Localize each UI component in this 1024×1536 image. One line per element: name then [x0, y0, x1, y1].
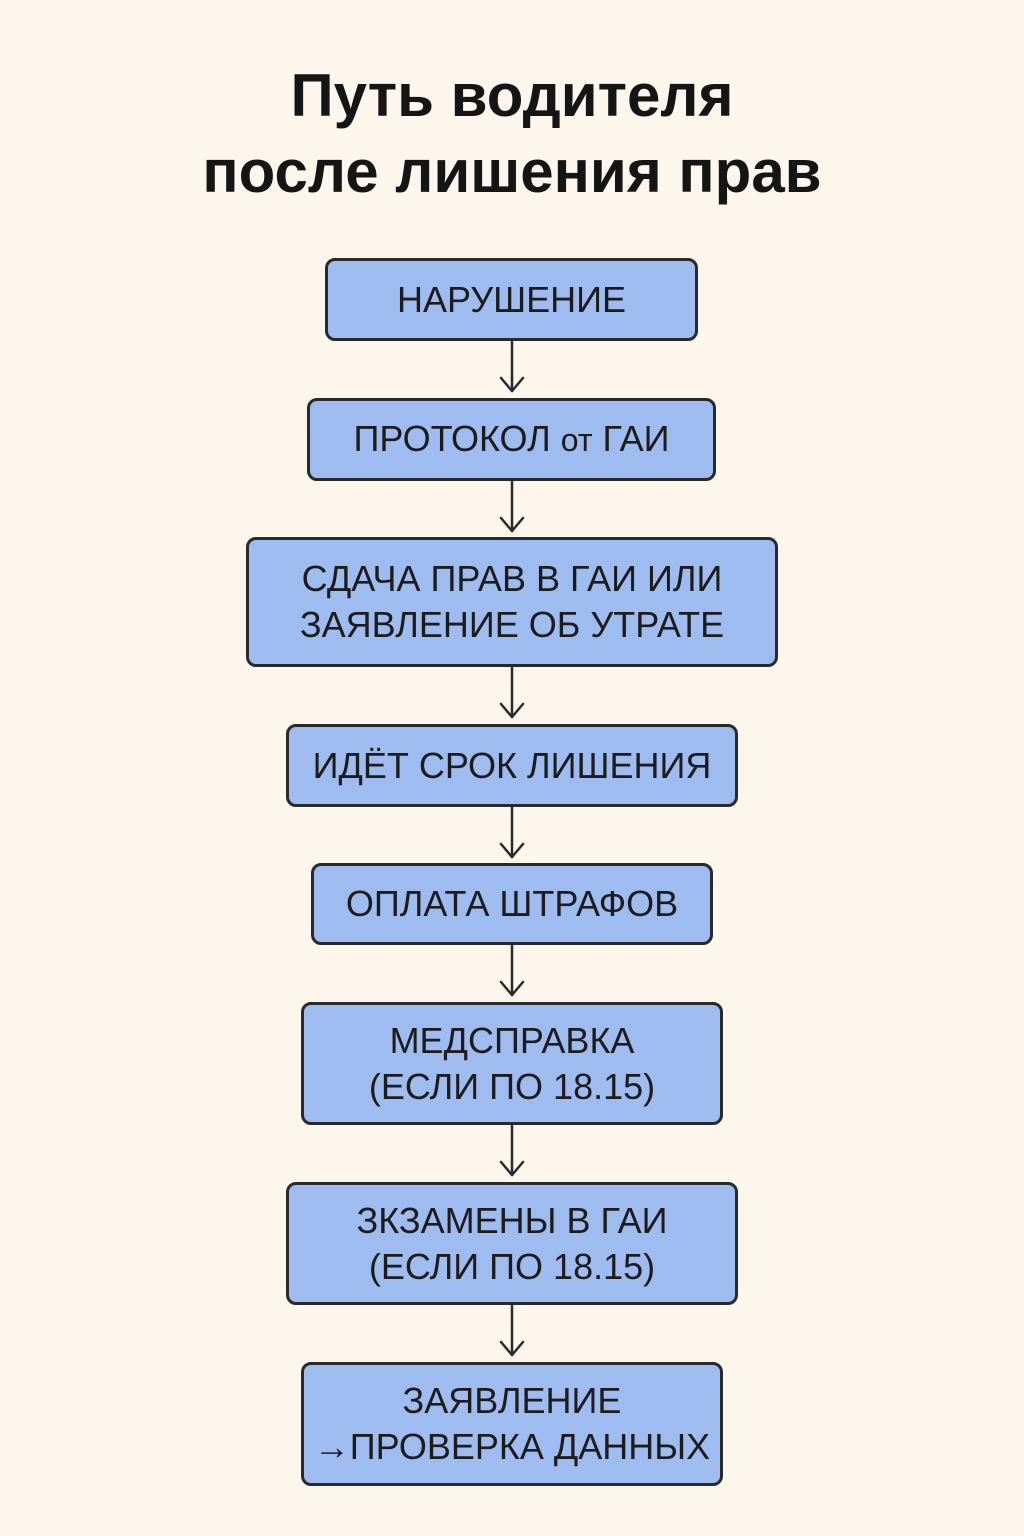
step-violation-label: НАРУШЕНИЕ: [397, 278, 626, 320]
step-application-line-2: →ПРОВЕРКА ДАННЫХ: [313, 1426, 711, 1467]
step-license-surrender-line-1: СДАЧА ПРАВ В ГАИ ИЛИ: [301, 558, 723, 599]
step-violation: НАРУШЕНИЕ: [325, 258, 698, 341]
step-exams-line-2: (ЕСЛИ ПО 18.15): [368, 1245, 656, 1287]
arrow-1: [499, 339, 525, 393]
arrow-7: [499, 1303, 525, 1357]
step-exams-line-1: ЗКЗАМЕНЫ В ГАИ: [356, 1199, 668, 1241]
arrow-4: [499, 805, 525, 859]
step-deprivation-period: ИДЁТ СРОК ЛИШЕНИЯ: [286, 724, 738, 807]
arrow-2: [499, 479, 525, 533]
arrow-3: [499, 665, 525, 719]
arrow-6: [499, 1123, 525, 1177]
page-title: Путь водителя после лишения прав: [0, 58, 1024, 210]
title-line-1: Путь водителя: [290, 62, 734, 129]
step-fines-payment: ОПЛАТА ШТРАФОВ: [311, 863, 713, 945]
step-protocol-label-part-1: ПРОТОКОЛ: [353, 418, 561, 459]
step-medical-certificate-line-2: (ЕСЛИ ПО 18.15): [368, 1065, 656, 1107]
step-protocol: ПРОТОКОЛ от ГАИ: [307, 398, 716, 481]
step-license-surrender-line-2: ЗАЯВЛЕНИЕ ОБ УТРАТЕ: [299, 604, 725, 645]
arrow-5: [499, 943, 525, 997]
step-exams: ЗКЗАМЕНЫ В ГАИ (ЕСЛИ ПО 18.15): [286, 1182, 738, 1305]
step-application-line-1: ЗАЯВЛЕНИЕ: [402, 1380, 622, 1421]
step-license-surrender: СДАЧА ПРАВ В ГАИ ИЛИ ЗАЯВЛЕНИЕ ОБ УТРАТЕ: [246, 537, 778, 667]
step-protocol-label-part-3: ГАИ: [592, 418, 670, 459]
step-deprivation-period-label: ИДЁТ СРОК ЛИШЕНИЯ: [312, 744, 712, 786]
title-line-2: после лишения прав: [202, 138, 822, 205]
step-medical-certificate-line-1: МЕДСПРАВКА: [389, 1019, 635, 1061]
step-fines-payment-label: ОПЛАТА ШТРАФОВ: [345, 883, 679, 924]
step-protocol-label: ПРОТОКОЛ от ГАИ: [354, 416, 670, 463]
step-protocol-label-part-2: от: [560, 422, 593, 458]
step-medical-certificate: МЕДСПРАВКА (ЕСЛИ ПО 18.15): [301, 1002, 723, 1125]
step-application: ЗАЯВЛЕНИЕ →ПРОВЕРКА ДАННЫХ: [301, 1362, 723, 1486]
